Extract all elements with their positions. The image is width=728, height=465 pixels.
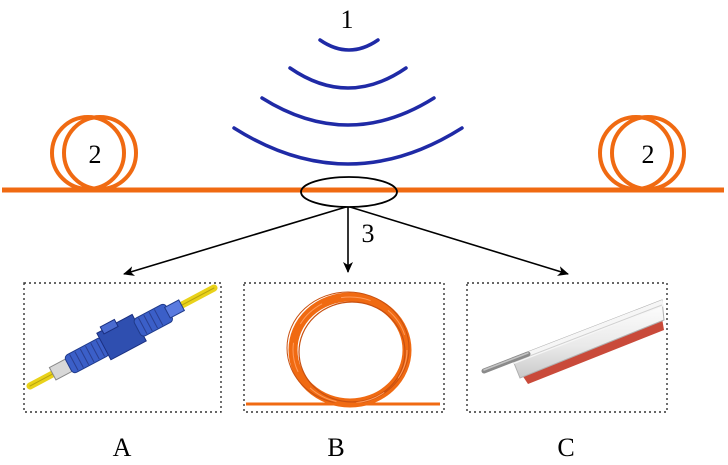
fiber-splice-protector-icon xyxy=(481,299,665,384)
option-c-box xyxy=(466,282,668,413)
arrows xyxy=(123,206,569,276)
spool-left-label: 2 xyxy=(89,140,102,169)
arrow-to-c xyxy=(349,206,569,276)
wave-arc-3 xyxy=(260,96,436,127)
wave-arc-4 xyxy=(232,126,464,166)
spool-right-label: 2 xyxy=(642,140,655,169)
fiber-connector-adapter-icon xyxy=(26,284,218,390)
option-c-label: C xyxy=(557,433,574,462)
wave-arc-1 xyxy=(318,38,380,52)
wave-arcs xyxy=(232,38,464,166)
option-a-box xyxy=(23,282,222,413)
wave-arc-2 xyxy=(288,66,408,90)
option-a-label: A xyxy=(113,433,132,462)
source-label: 1 xyxy=(341,5,354,34)
splice-point-label: 3 xyxy=(362,219,375,248)
option-b-box xyxy=(243,282,445,413)
splice-ellipse xyxy=(300,176,398,208)
option-b-label: B xyxy=(327,433,344,462)
arrow-to-a xyxy=(123,206,347,276)
fiber-coil-icon xyxy=(246,291,440,408)
